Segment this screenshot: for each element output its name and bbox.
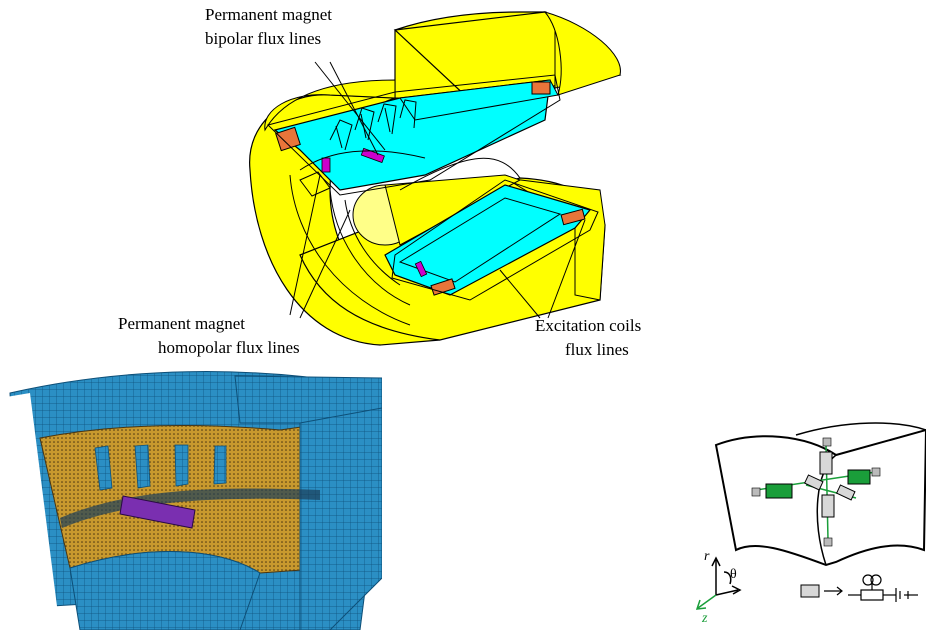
- equivalence-block: [800, 584, 820, 598]
- mesh-magnet: [119, 495, 196, 529]
- label-excitation: Excitation coils flux lines: [535, 316, 735, 360]
- green-block-left: [765, 483, 793, 499]
- label-pm-bipolar-line2: bipolar flux lines: [205, 29, 322, 48]
- leader-lines: [289, 61, 586, 319]
- mesh-lower-arc: [69, 551, 261, 630]
- label-excitation-line2: flux lines: [565, 340, 629, 359]
- label-pm-homopolar-line1: Permanent magnet: [118, 314, 245, 333]
- reluctance-top: [819, 451, 833, 475]
- mesh-right-face: [299, 387, 382, 630]
- coordinate-axes: [711, 556, 742, 596]
- z-arrow: [696, 599, 707, 610]
- mesh-top-face: [234, 375, 382, 424]
- upper-lamination-top-band: [399, 79, 559, 121]
- label-pm-homopolar: Permanent magnet homopolar flux lines: [118, 314, 348, 358]
- lower-lamination-inner: [398, 197, 562, 283]
- reluctance-network-element: r θ z: [696, 422, 926, 626]
- end-pads: [751, 437, 881, 547]
- label-excitation-line1: Excitation coils: [535, 316, 642, 335]
- mesh-slots: [94, 444, 227, 491]
- label-pm-homopolar-line2: homopolar flux lines: [158, 338, 300, 357]
- finite-element-mesh: [0, 371, 382, 630]
- mesh-gap-band: [60, 488, 320, 528]
- upper-flux-loop: [267, 74, 561, 196]
- axis-theta: θ: [730, 567, 737, 582]
- lower-coil-right: [560, 208, 586, 226]
- bore-inner-line: [399, 157, 521, 191]
- housing-outer-ring: [264, 79, 396, 132]
- lower-magnet: [414, 260, 428, 278]
- label-pm-bipolar: Permanent magnet bipolar flux lines: [205, 5, 435, 49]
- reluctance-bottom: [821, 494, 835, 518]
- axis-r: r: [704, 549, 710, 564]
- element-box-top: [795, 422, 926, 436]
- bore-curve-1: [329, 189, 411, 306]
- upper-slot-teeth: [329, 99, 417, 151]
- equivalence-arrow: [824, 586, 843, 596]
- mesh-outer-yoke-left-fade: [0, 393, 60, 630]
- z-axis: [697, 594, 717, 609]
- reluctance-diag-2: [803, 474, 824, 491]
- bore-curve-3: [289, 174, 411, 326]
- green-block-right: [847, 469, 871, 485]
- upper-coil-right: [531, 81, 551, 95]
- lower-flux-loop: [391, 179, 599, 301]
- upper-magnet-1: [360, 147, 385, 164]
- equivalent-circuit: [848, 574, 918, 602]
- housing-right-upper: [543, 11, 621, 96]
- upper-magnet-2: [321, 157, 331, 173]
- upper-arc: [299, 150, 426, 171]
- bore-curve-2: [344, 199, 401, 286]
- axis-z: z: [701, 611, 708, 626]
- element-box: [714, 428, 926, 567]
- machine-cutaway-diagram: [249, 11, 622, 346]
- label-pm-bipolar-line1: Permanent magnet: [205, 5, 332, 24]
- reluctance-diag: [835, 484, 856, 501]
